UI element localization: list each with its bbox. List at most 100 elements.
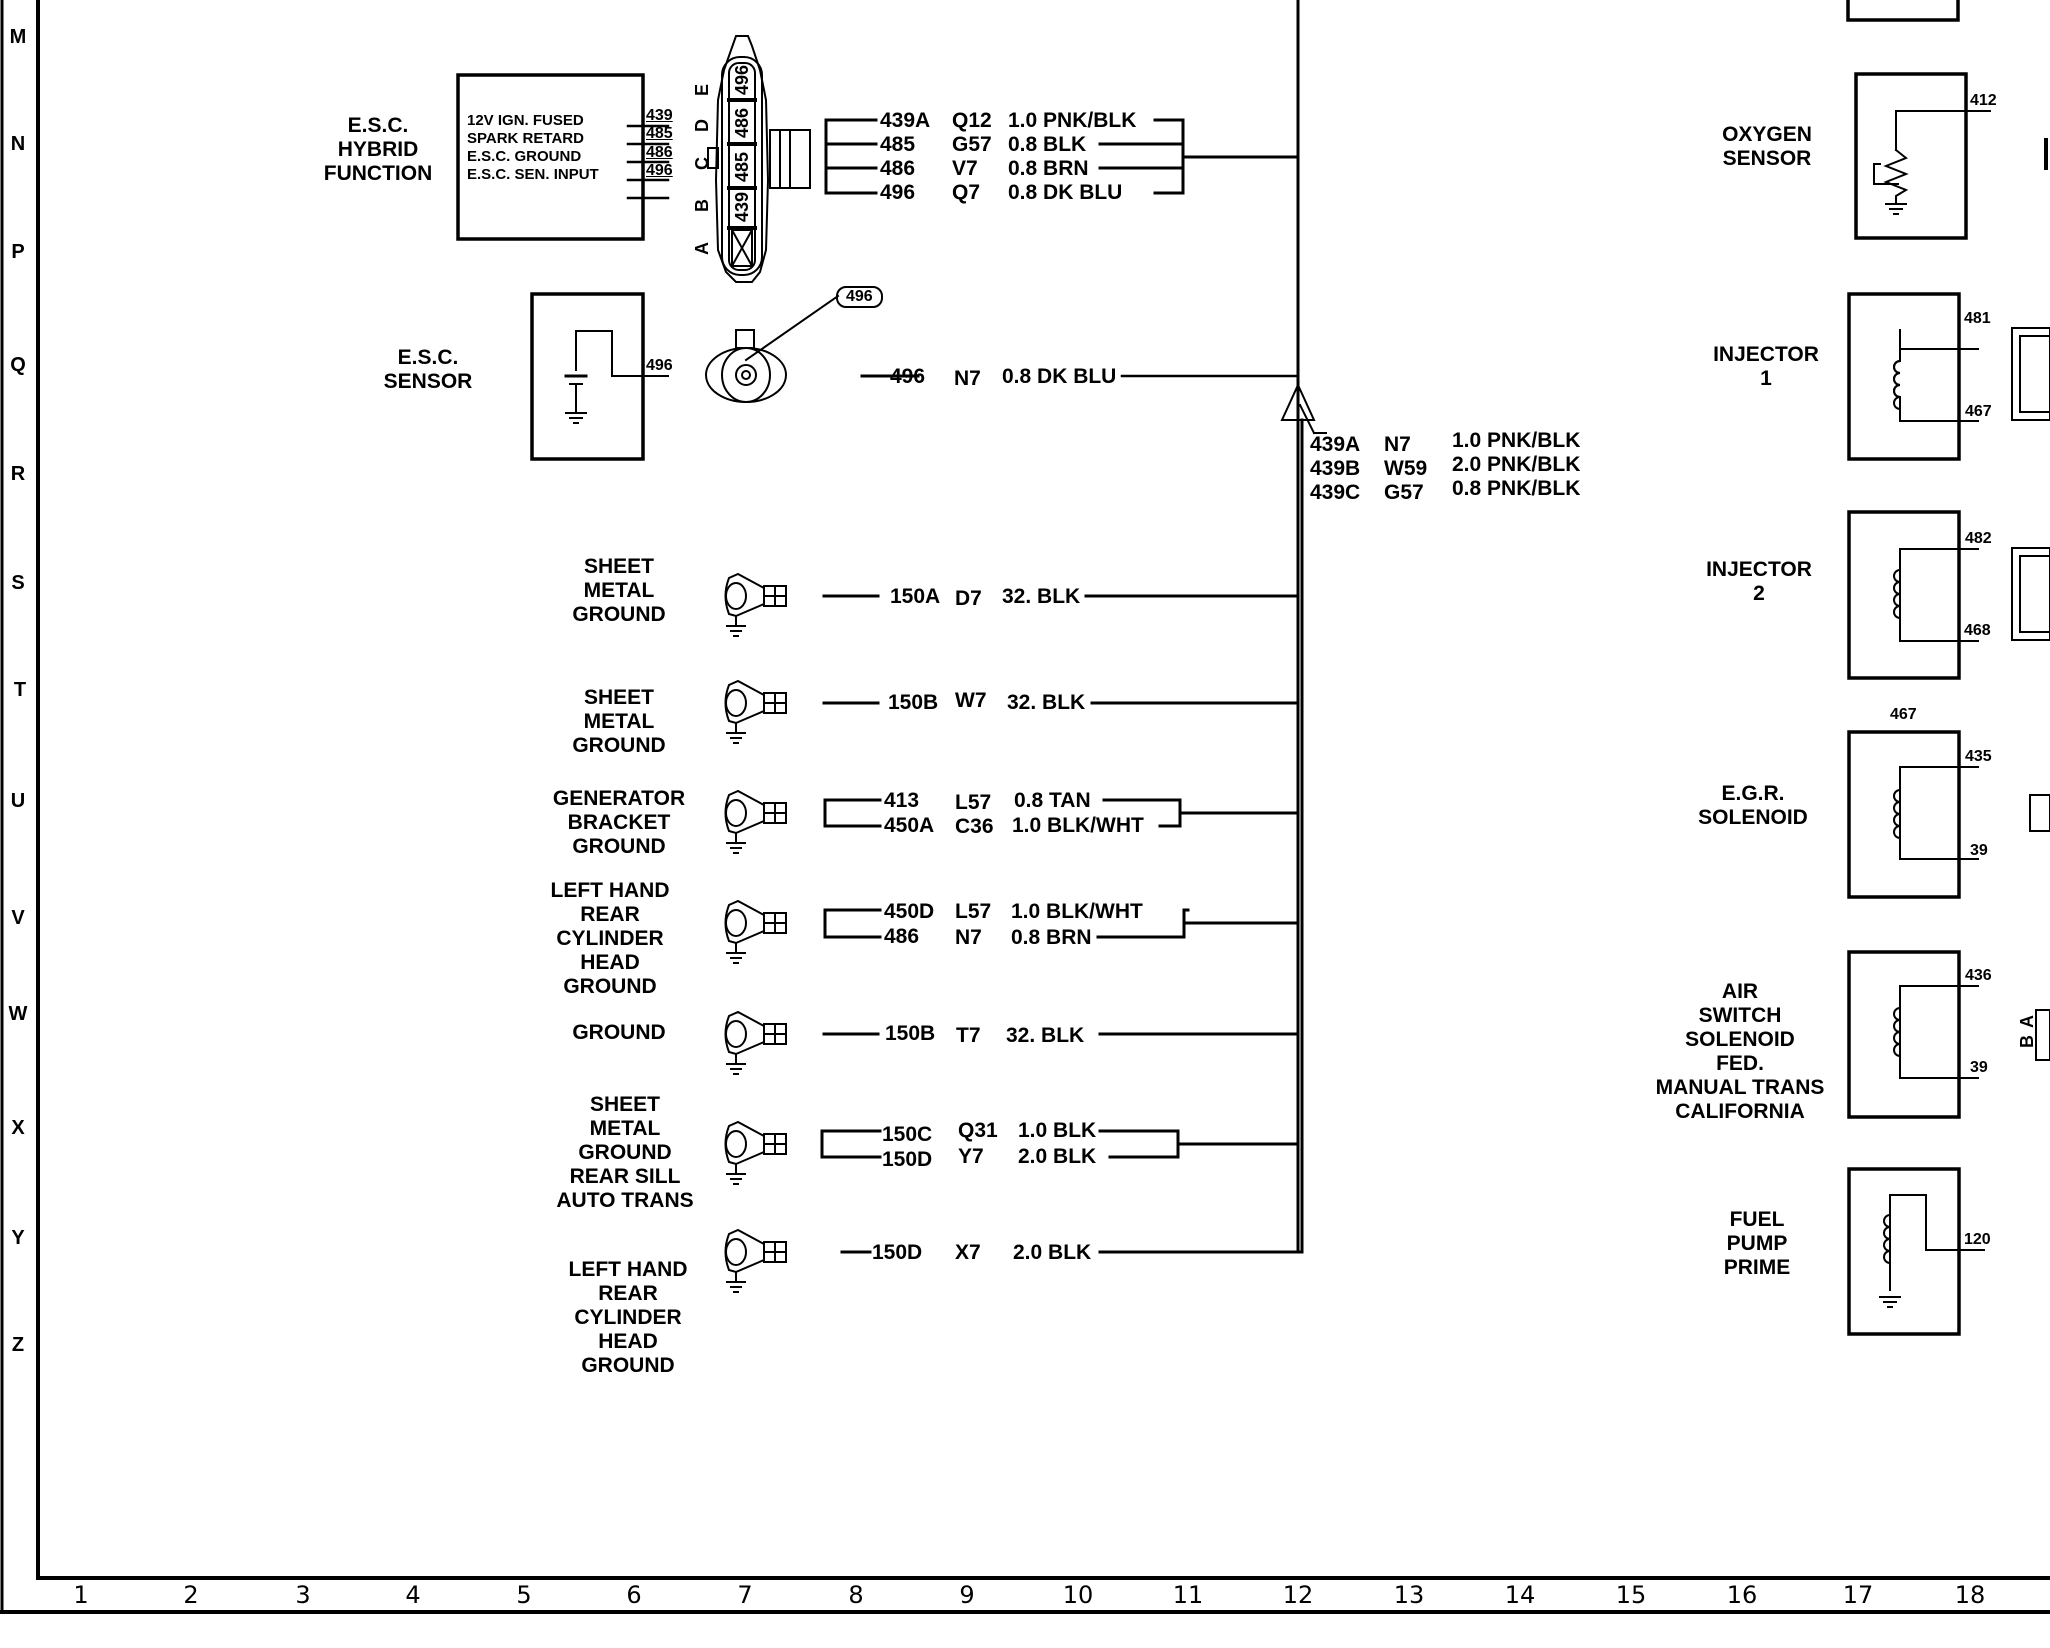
ground-eyelet-icon [724, 1010, 787, 1075]
cavity-wire: 496 [732, 64, 752, 95]
column-label: 14 [1504, 1581, 1536, 1609]
pin-label: 485 [646, 125, 673, 142]
component-label: E.G.R. SOLENOID [1698, 782, 1808, 830]
esc-sensor-connector [705, 294, 840, 403]
label-line: METAL [583, 579, 655, 602]
wire-location: W7 [955, 689, 987, 712]
wire-circuit: 150C [882, 1123, 933, 1146]
esc-hybrid-pin-leads [626, 124, 670, 200]
hybrid-wire-leads [824, 118, 1300, 195]
title-line: E.S.C. [347, 114, 409, 137]
column-label: 5 [516, 1581, 532, 1609]
inline-connector [707, 35, 811, 283]
cavity-wire: 485 [732, 151, 752, 182]
ground-eyelet-icon [724, 899, 787, 964]
row-label: V [11, 907, 25, 929]
wire-circuit: 486 [880, 157, 916, 180]
wire-circuit: 150D [882, 1148, 933, 1171]
wire-location: D7 [955, 587, 982, 610]
label-line: REAR [580, 903, 640, 926]
right-component-boxes [1846, 0, 1968, 1336]
wire-circuit: 485 [880, 133, 916, 156]
pin-label: 482 [1965, 530, 1992, 547]
label-line: SOLENOID [1698, 806, 1808, 829]
column-label: 10 [1062, 1581, 1094, 1609]
label-line: BRACKET [567, 811, 671, 834]
cavity-letter: A [692, 242, 712, 255]
pin-label: 496 [646, 162, 673, 179]
wire-spec: 1.0 PNK/BLK [1452, 429, 1581, 452]
column-label: 9 [959, 1581, 975, 1609]
label-line: CALIFORNIA [1675, 1100, 1805, 1123]
label-line: METAL [583, 710, 655, 733]
ground-label: LEFT HAND REAR CYLINDER HEAD GROUND [551, 879, 670, 999]
wire-circuit: 150A [890, 585, 941, 608]
label-line: METAL [589, 1117, 661, 1140]
pin-label: 439 [646, 107, 673, 124]
wire-circuit: 450A [884, 814, 935, 837]
pin-label: 412 [1970, 92, 1997, 109]
label-line: LEFT HAND [550, 879, 670, 902]
pin-label: 496 [646, 357, 673, 374]
esc-hybrid-box [456, 73, 645, 241]
cavity-wire: 439 [732, 191, 752, 222]
wire-circuit: 496 [880, 181, 916, 204]
coil-icon [1893, 569, 1901, 619]
wire-spec: 0.8 BRN [1011, 926, 1092, 949]
row-label: Z [11, 1334, 25, 1356]
row-label: S [11, 572, 25, 594]
cavity-wire: 486 [732, 107, 752, 138]
function-label: 12V IGN. FUSED [467, 112, 584, 129]
wire-location: N7 [1384, 433, 1411, 456]
label-line: SENSOR [1722, 147, 1812, 170]
wire-spec: 32. BLK [1007, 691, 1086, 714]
label-line: GROUND [572, 835, 666, 858]
wire-spec: 1.0 PNK/BLK [1008, 109, 1137, 132]
title-line: SENSOR [383, 370, 473, 393]
wire-location: Q7 [952, 181, 981, 204]
wire-circuit: 439A [1310, 433, 1361, 456]
function-label: SPARK RETARD [467, 130, 584, 147]
wire-spec: 2.0 BLK [1013, 1241, 1092, 1264]
ground-label: SHEET METAL GROUND [572, 686, 665, 758]
column-label: 3 [295, 1581, 311, 1609]
label-line: E.G.R. [1721, 782, 1785, 805]
label-line: GROUND [563, 975, 657, 998]
wire-location: G57 [952, 133, 992, 156]
column-label: 12 [1282, 1581, 1314, 1609]
wire-spec: 0.8 PNK/BLK [1452, 477, 1581, 500]
coil-icon [1883, 1214, 1891, 1264]
wire-spec: 32. BLK [1002, 585, 1081, 608]
esc-sensor-internal [564, 330, 669, 424]
wire-location: T7 [956, 1024, 981, 1047]
label-line: GENERATOR [552, 787, 686, 810]
component-label: INJECTOR 2 [1706, 558, 1812, 606]
row-label: N [10, 133, 26, 155]
wire-spec: 32. BLK [1006, 1024, 1085, 1047]
label-line: MANUAL TRANS [1655, 1076, 1825, 1099]
wire-spec: 0.8 DK BLU [1008, 181, 1123, 204]
wire-circuit: 450D [884, 900, 935, 923]
label-line: FED. [1716, 1052, 1764, 1075]
wire-circuit: 496 [890, 365, 926, 388]
wire-location: C36 [955, 815, 994, 838]
row-label: X [11, 1117, 25, 1139]
label-line: GROUND [572, 1021, 666, 1044]
component-label: FUEL PUMP PRIME [1724, 1208, 1791, 1280]
cavity-letter: B [692, 199, 712, 212]
label-line: GROUND [578, 1141, 672, 1164]
ground-eyelet-icon [724, 1120, 787, 1185]
wire-spec: 1.0 BLK/WHT [1012, 814, 1144, 837]
pin-label: 467 [1965, 403, 1992, 420]
coil-icon [1893, 1007, 1901, 1057]
label-line: HEAD [598, 1330, 658, 1353]
label-line: INJECTOR [1713, 343, 1819, 366]
column-label: 4 [405, 1581, 421, 1609]
label-line: PRIME [1723, 1256, 1791, 1279]
wire-location: L57 [955, 900, 992, 923]
label-line: LEFT HAND [568, 1258, 688, 1281]
column-label: 16 [1726, 1581, 1758, 1609]
label-line: OXYGEN [1722, 123, 1812, 146]
function-label: E.S.C. SEN. INPUT [467, 166, 599, 183]
wire-spec: 0.8 BRN [1008, 157, 1089, 180]
